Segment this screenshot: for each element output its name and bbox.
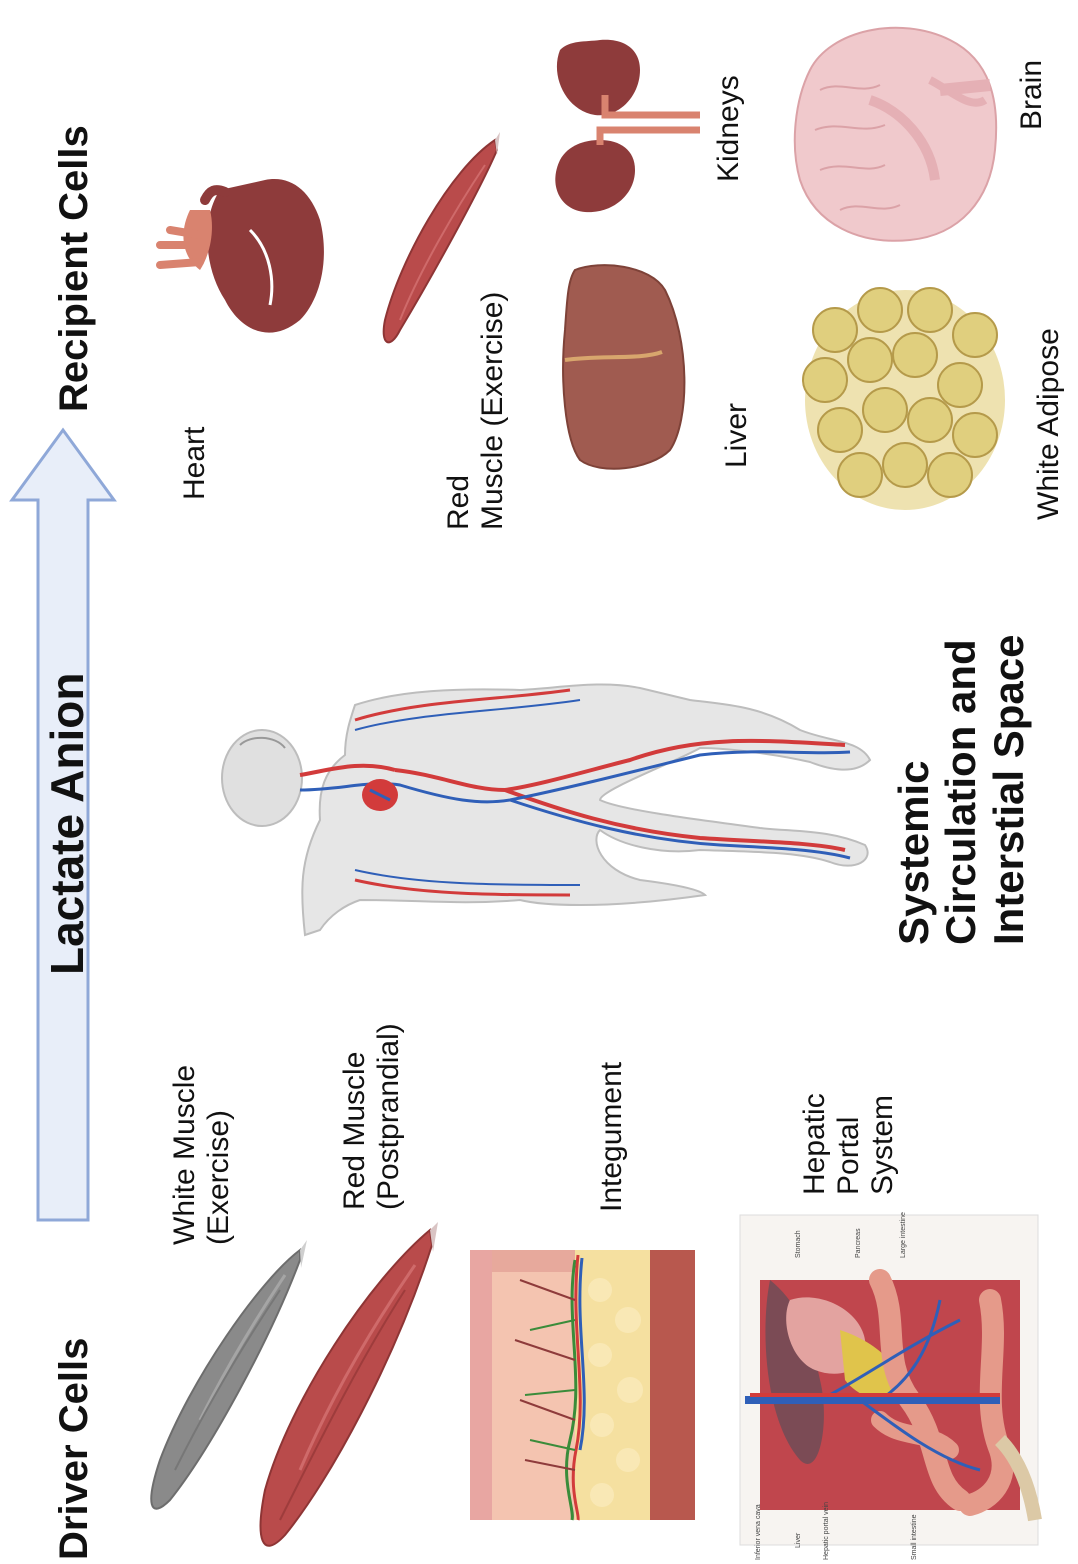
white-adipose-icon xyxy=(803,288,1005,510)
hepatic-label-large: Large intestine xyxy=(900,1212,907,1258)
integument-icon xyxy=(470,1250,695,1520)
hepatic-label-small: Small intestine xyxy=(911,1514,918,1560)
kidneys-icon xyxy=(555,40,700,212)
heart-icon xyxy=(160,179,324,333)
heart-label: Heart xyxy=(178,427,212,500)
hepatic-label-stomach: Stomach xyxy=(795,1230,802,1258)
hepatic-portal-icon xyxy=(740,1215,1038,1545)
circulation-heading: Systemic Circulation and Interstial Spac… xyxy=(890,635,1032,945)
liver-label: Liver xyxy=(720,403,754,468)
kidneys-label: Kidneys xyxy=(712,75,746,182)
red-muscle-recipient-label: Red Muscle (Exercise) xyxy=(442,292,510,530)
hepatic-label-pancreas: Pancreas xyxy=(855,1228,862,1258)
brain-label: Brain xyxy=(1015,60,1049,130)
white-adipose-label: White Adipose xyxy=(1032,328,1066,520)
driver-cells-heading: Driver Cells xyxy=(52,1338,97,1560)
brain-icon xyxy=(795,28,996,241)
hepatic-label-liver: Liver xyxy=(795,1532,802,1548)
liver-icon xyxy=(563,265,684,469)
red-muscle-driver-label: Red Muscle (Postprandial) xyxy=(338,1023,406,1210)
hepatic-label-ivc: Inferior vena cava xyxy=(755,1504,762,1560)
human-circulation-icon xyxy=(222,685,870,935)
white-muscle-label: White Muscle (Exercise) xyxy=(168,1065,236,1245)
recipient-cells-heading: Recipient Cells xyxy=(52,125,97,412)
lactate-anion-label: Lactate Anion xyxy=(40,673,94,975)
integument-label: Integument xyxy=(595,1062,629,1212)
hepatic-portal-label: Hepatic Portal System xyxy=(798,1093,900,1195)
hepatic-label-portal: Hepatic portal vein xyxy=(823,1502,830,1560)
